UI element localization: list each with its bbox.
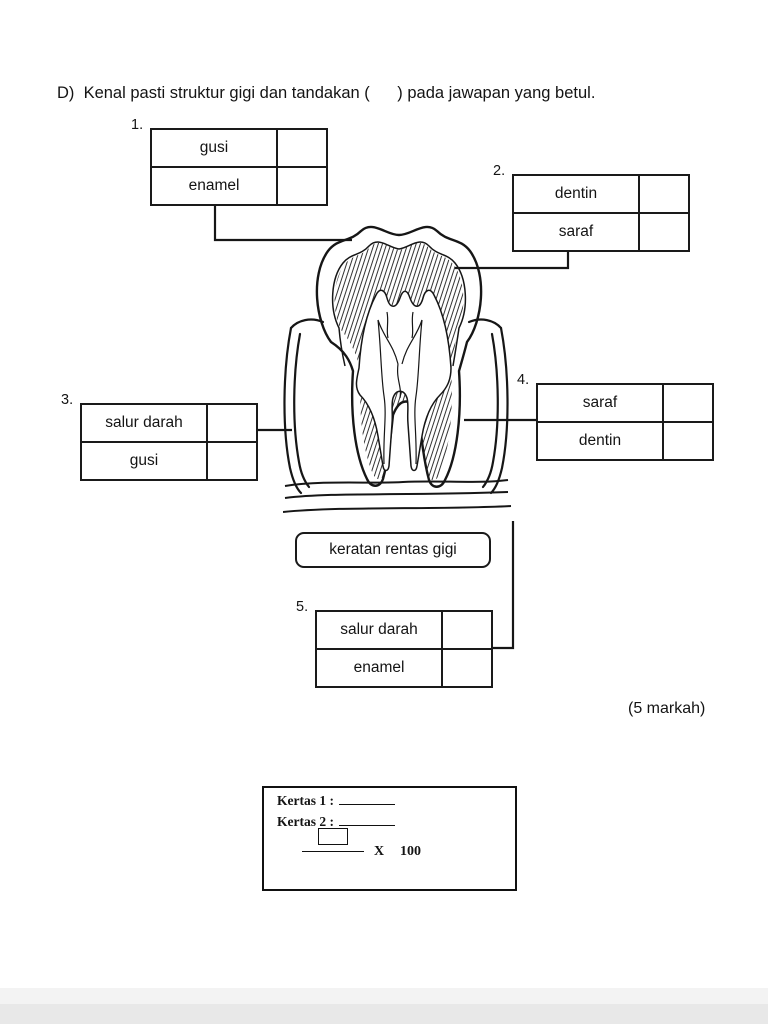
tooth-diagram	[282, 220, 513, 520]
answer-option-label: saraf	[512, 212, 640, 252]
answer-check-cell[interactable]	[206, 441, 258, 481]
answer-table-4: saraf dentin	[536, 383, 714, 461]
connector-line-5	[490, 521, 515, 650]
paper2-line: Kertas 2 :	[277, 814, 515, 830]
answer-box-4: 4. saraf dentin	[517, 372, 714, 461]
paper2-label: Kertas 2 :	[277, 814, 334, 829]
fraction-bar	[302, 845, 364, 852]
answer-check-cell[interactable]	[276, 128, 328, 168]
multiply-sign: X	[374, 844, 385, 859]
enamel-inner-line	[331, 241, 467, 367]
answer-option-label: salur darah	[315, 610, 443, 650]
paper2-blank[interactable]	[338, 815, 395, 826]
score-box: Kertas 1 : Kertas 2 : X 100	[262, 786, 517, 891]
total-value: 100	[400, 844, 421, 859]
blood-vessel-lines	[282, 479, 512, 513]
paper1-blank[interactable]	[338, 794, 395, 805]
diagram-caption: keratan rentas gigi	[329, 541, 457, 558]
answer-row: salur darah	[315, 610, 493, 650]
answer-row: dentin	[536, 421, 714, 461]
answer-check-cell[interactable]	[638, 174, 690, 214]
answer-check-cell[interactable]	[638, 212, 690, 252]
answer-option-label: gusi	[80, 441, 208, 481]
answer-table-3: salur darah gusi	[80, 403, 258, 481]
answer-box-1-number: 1.	[131, 117, 144, 133]
answer-check-cell[interactable]	[441, 610, 493, 650]
answer-option-label: salur darah	[80, 403, 208, 443]
answer-box-3-number: 3.	[61, 392, 74, 408]
answer-check-cell[interactable]	[206, 403, 258, 443]
answer-option-label: enamel	[315, 648, 443, 688]
pulp-nerve-lines	[377, 311, 423, 465]
paper1-line: Kertas 1 :	[277, 793, 515, 809]
paper1-label: Kertas 1 :	[277, 793, 334, 808]
answer-table-1: gusi enamel	[150, 128, 328, 206]
answer-check-cell[interactable]	[662, 383, 714, 423]
answer-row: dentin	[512, 174, 690, 214]
question-heading: D) Kenal pasti struktur gigi dan tandaka…	[57, 84, 596, 102]
answer-box-4-number: 4.	[517, 372, 530, 388]
answer-box-2: 2. dentin saraf	[493, 163, 690, 252]
answer-row: gusi	[80, 441, 258, 481]
tooth-cross-section-svg	[282, 225, 512, 513]
answer-box-3: 3. salur darah gusi	[61, 392, 258, 481]
answer-option-label: enamel	[150, 166, 278, 206]
answer-check-cell[interactable]	[276, 166, 328, 206]
answer-row: saraf	[536, 383, 714, 423]
answer-box-5: 5. salur darah enamel	[296, 599, 493, 688]
answer-box-2-number: 2.	[493, 163, 506, 179]
scan-artifact-strip	[0, 988, 768, 1004]
dentin-hatching	[334, 243, 464, 481]
answer-box-1: 1. gusi enamel	[131, 117, 328, 206]
marks-label: (5 markah)	[628, 700, 706, 717]
score-entry-box[interactable]	[318, 828, 348, 845]
scan-artifact-strip	[0, 1004, 768, 1024]
answer-option-label: saraf	[536, 383, 664, 423]
answer-row: enamel	[315, 648, 493, 688]
answer-check-cell[interactable]	[662, 421, 714, 461]
gum-outline	[283, 318, 509, 495]
answer-row: salur darah	[80, 403, 258, 443]
answer-row: gusi	[150, 128, 328, 168]
answer-row: saraf	[512, 212, 690, 252]
answer-option-label: gusi	[150, 128, 278, 168]
answer-option-label: dentin	[536, 421, 664, 461]
answer-option-label: dentin	[512, 174, 640, 214]
answer-table-5: salur darah enamel	[315, 610, 493, 688]
answer-row: enamel	[150, 166, 328, 206]
answer-box-5-number: 5.	[296, 599, 309, 615]
diagram-caption-box: keratan rentas gigi	[295, 532, 491, 568]
answer-check-cell[interactable]	[441, 648, 493, 688]
pulp-outline	[355, 289, 452, 472]
answer-table-2: dentin saraf	[512, 174, 690, 252]
score-fraction	[302, 828, 364, 852]
